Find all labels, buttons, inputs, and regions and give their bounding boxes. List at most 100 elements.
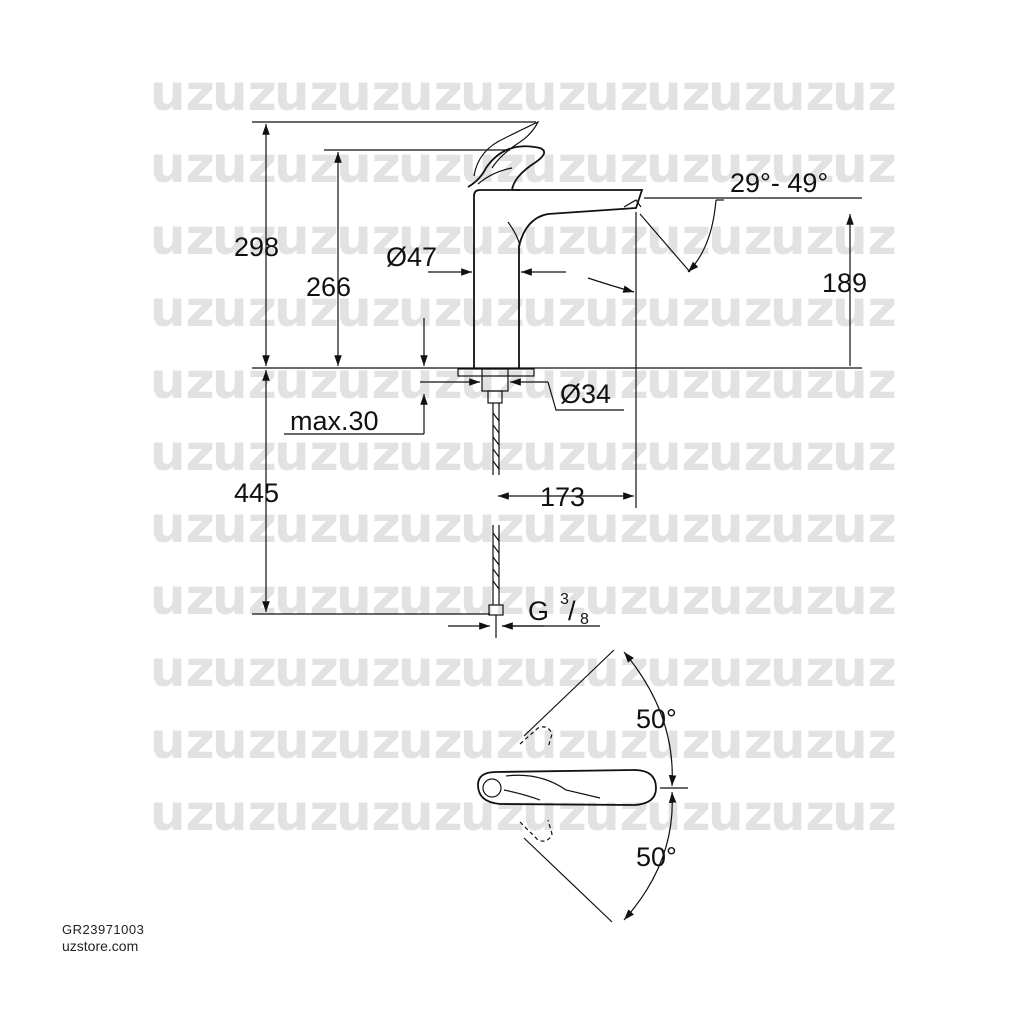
watermark-mark: uz (460, 568, 525, 626)
watermark-mark: uz (336, 784, 401, 842)
product-code: GR23971003 (62, 922, 145, 937)
watermark-mark: uz (522, 352, 587, 410)
watermark-mark: uz (460, 280, 525, 338)
watermark-mark: uz (770, 784, 835, 842)
label-rotation-right: 50° (636, 842, 677, 872)
label-rotation-left: 50° (636, 704, 677, 734)
plan-cartridge (482, 778, 502, 798)
label-spout-height: 266 (306, 272, 351, 302)
watermark-mark: uz (522, 640, 587, 698)
watermark-mark: uz (460, 352, 525, 410)
watermark-mark: uz (646, 568, 711, 626)
label-hose-length: 445 (234, 478, 279, 508)
watermark-mark: uz (770, 568, 835, 626)
label-connection-numerator: 3 (560, 591, 569, 608)
plan-body (477, 769, 657, 806)
watermark-mark: uz (274, 640, 339, 698)
hose-upper (492, 403, 500, 475)
watermark-mark: uz (584, 208, 649, 266)
spout-aerator (623, 199, 642, 208)
watermark-mark: uz (274, 208, 339, 266)
watermark-mark: uz (274, 712, 339, 770)
watermark-mark: uz (212, 280, 277, 338)
watermark-mark: uz (646, 280, 711, 338)
label-connection-slash: / (568, 596, 576, 626)
watermark-mark: uz (522, 568, 587, 626)
watermark-mark: uz (398, 280, 463, 338)
watermark-mark: uz (460, 424, 525, 482)
faucet-plan-view (477, 649, 688, 923)
watermark-mark: uz (398, 64, 463, 122)
watermark-mark: uz (832, 352, 897, 410)
label-connection-denominator: 8 (580, 611, 589, 628)
watermark-mark: uz (274, 568, 339, 626)
watermark-mark: uz (708, 280, 773, 338)
watermark-mark: uz (460, 640, 525, 698)
watermark-mark: uz (832, 712, 897, 770)
watermark-mark: uz (708, 352, 773, 410)
watermark-mark: uz (646, 424, 711, 482)
watermark-mark: uz (708, 640, 773, 698)
watermark-mark: uz (832, 784, 897, 842)
watermark-mark: uz (460, 712, 525, 770)
watermark-mark: uz (336, 712, 401, 770)
watermark-mark: uz (770, 280, 835, 338)
watermark-mark: uz (150, 712, 215, 770)
watermark-mark: uz (708, 136, 773, 194)
watermark-pattern: uzuzuzuzuzuzuzuzuzuzuzuzuzuzuzuzuzuzuzuz… (150, 64, 897, 842)
watermark-mark: uz (832, 64, 897, 122)
mount-stud (487, 390, 503, 404)
watermark-mark: uz (770, 640, 835, 698)
watermark-mark: uz (212, 352, 277, 410)
watermark-mark: uz (212, 64, 277, 122)
label-spout-reach: 173 (540, 482, 585, 512)
watermark-mark: uz (336, 136, 401, 194)
plan-lever-edge (505, 774, 601, 799)
watermark-mark: uz (150, 64, 215, 122)
plan-lever-right-position (519, 819, 553, 842)
watermark-mark: uz (336, 640, 401, 698)
watermark-mark: uz (708, 496, 773, 554)
watermark-mark: uz (336, 208, 401, 266)
watermark-mark: uz (398, 352, 463, 410)
watermark-mark: uz (708, 208, 773, 266)
faucet-side-view (252, 120, 862, 638)
watermark-mark: uz (274, 352, 339, 410)
faucet-body-left (473, 189, 520, 368)
watermark-mark: uz (274, 136, 339, 194)
dimension-labels: 298 266 Ø47 29°- 49° 189 Ø34 max.30 445 … (234, 168, 867, 872)
watermark-mark: uz (150, 136, 215, 194)
watermark-mark: uz (212, 136, 277, 194)
watermark-mark: uz (150, 280, 215, 338)
watermark-mark: uz (522, 784, 587, 842)
watermark-mark: uz (708, 784, 773, 842)
watermark-mark: uz (460, 64, 525, 122)
watermark-mark: uz (336, 280, 401, 338)
hose-braid-upper (492, 412, 500, 470)
watermark-mark: uz (212, 784, 277, 842)
watermark-mark: uz (398, 784, 463, 842)
watermark-mark: uz (150, 208, 215, 266)
watermark-mark: uz (336, 352, 401, 410)
watermark-mark: uz (398, 136, 463, 194)
watermark-mark: uz (336, 568, 401, 626)
watermark-mark: uz (274, 784, 339, 842)
watermark-mark: uz (150, 784, 215, 842)
watermark-mark: uz (646, 496, 711, 554)
watermark-mark: uz (274, 64, 339, 122)
label-base-diameter: Ø34 (560, 379, 611, 409)
watermark-mark: uz (708, 568, 773, 626)
watermark-mark: uz (522, 496, 587, 554)
website-link[interactable]: uzstore.com (62, 938, 139, 954)
watermark-mark: uz (460, 208, 525, 266)
watermark-mark: uz (150, 568, 215, 626)
watermark-mark: uz (708, 712, 773, 770)
footer: GR23971003 uzstore.com (62, 922, 144, 954)
watermark-mark: uz (770, 136, 835, 194)
watermark-mark: uz (832, 136, 897, 194)
watermark-mark: uz (274, 496, 339, 554)
label-body-diameter: Ø47 (386, 242, 437, 272)
watermark-mark: uz (460, 784, 525, 842)
watermark-mark: uz (336, 496, 401, 554)
